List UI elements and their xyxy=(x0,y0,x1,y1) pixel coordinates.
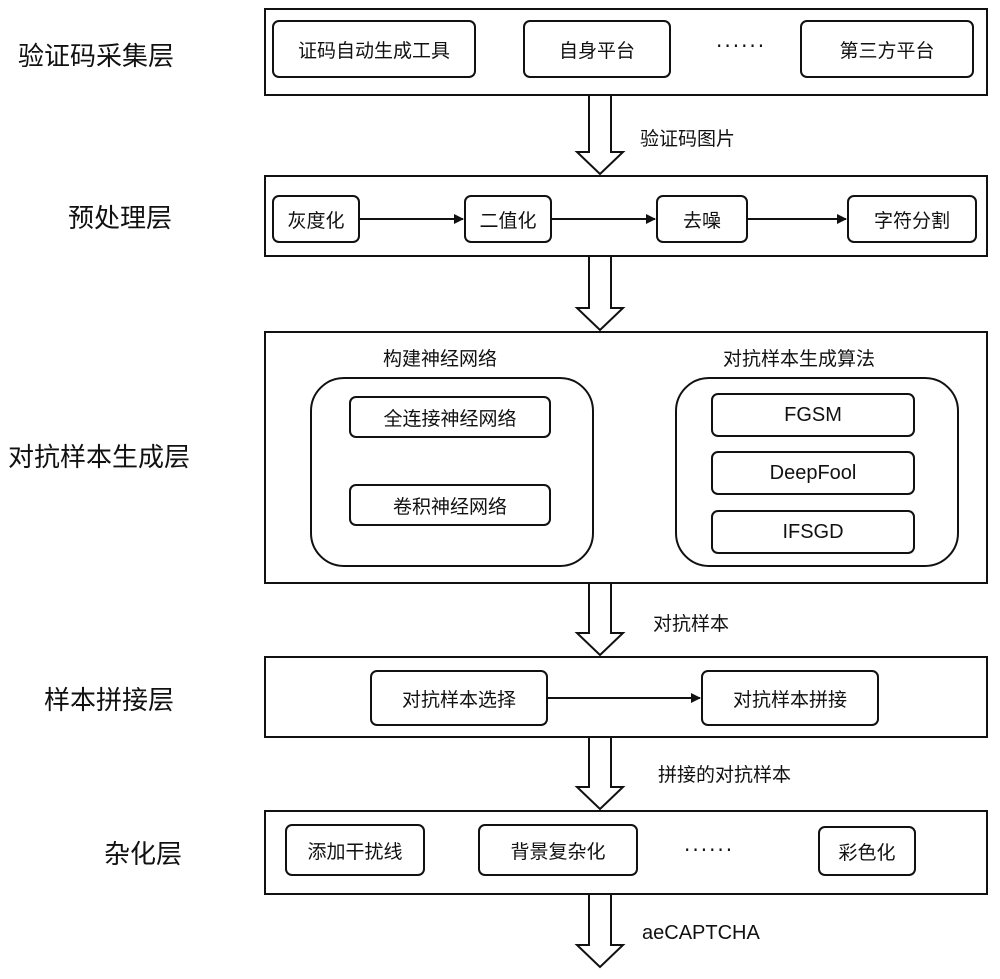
complicate-ellipsis: ······ xyxy=(684,838,735,862)
background-complication-box: 背景复杂化 xyxy=(478,824,638,876)
flow-label-output: aeCAPTCHA xyxy=(642,922,760,944)
nn-group-title: 构建神经网络 xyxy=(383,348,498,370)
block-arrow-3 xyxy=(574,584,626,657)
block-arrow-1 xyxy=(574,96,626,176)
flow-label-spliced-samples: 拼接的对抗样本 xyxy=(658,764,792,786)
captcha-generator-tool-box: 证码自动生成工具 xyxy=(272,20,476,78)
adversarial-sample-selection-box: 对抗样本选择 xyxy=(370,670,548,726)
layer-label-preprocess: 预处理层 xyxy=(68,204,173,234)
denoise-box: 去噪 xyxy=(656,195,748,243)
convolutional-nn-box: 卷积神经网络 xyxy=(349,484,551,526)
block-arrow-5 xyxy=(574,895,626,969)
fgsm-box: FGSM xyxy=(711,393,915,437)
collection-ellipsis: ······ xyxy=(716,34,767,58)
adversarial-sample-splicing-box: 对抗样本拼接 xyxy=(701,670,879,726)
add-interference-lines-box: 添加干扰线 xyxy=(285,824,425,876)
deepfool-box: DeepFool xyxy=(711,451,915,495)
flow-label-captcha-images: 验证码图片 xyxy=(640,128,736,150)
binarization-box: 二值化 xyxy=(464,195,552,243)
algo-group-title: 对抗样本生成算法 xyxy=(723,348,876,370)
ifsgd-box: IFSGD xyxy=(711,510,915,554)
block-arrow-4 xyxy=(574,738,626,811)
block-arrow-2 xyxy=(574,257,626,332)
flow-label-adversarial-samples: 对抗样本 xyxy=(653,613,730,635)
layer-label-complicate: 杂化层 xyxy=(104,840,183,870)
neural-network-group xyxy=(310,377,594,567)
colorize-box: 彩色化 xyxy=(818,826,916,876)
fully-connected-nn-box: 全连接神经网络 xyxy=(349,396,551,438)
layer-label-adversarial: 对抗样本生成层 xyxy=(8,443,191,473)
layer-label-collection: 验证码采集层 xyxy=(18,42,175,72)
char-segmentation-box: 字符分割 xyxy=(847,195,977,243)
layer-label-splice: 样本拼接层 xyxy=(44,686,175,716)
own-platform-box: 自身平台 xyxy=(523,20,671,78)
third-party-platform-box: 第三方平台 xyxy=(800,20,974,78)
grayscale-box: 灰度化 xyxy=(272,195,360,243)
algorithm-group xyxy=(675,377,959,567)
